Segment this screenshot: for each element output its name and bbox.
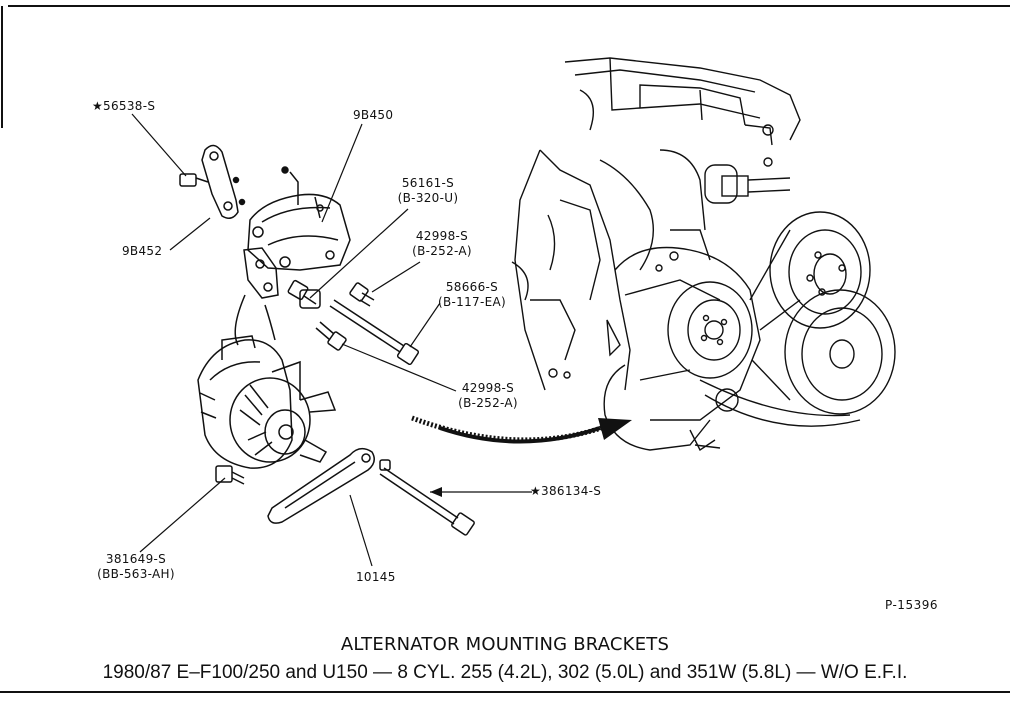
label-381649-s: 381649-S (BB-563-AH) bbox=[88, 552, 184, 582]
label-56161-s-code: (B-320-U) bbox=[397, 191, 459, 205]
label-9b450: 9B450 bbox=[353, 108, 394, 122]
label-56161-s-number: 56161-S bbox=[401, 176, 455, 190]
alternator bbox=[197, 294, 337, 469]
label-42998-s-bottom-number: 42998-S bbox=[461, 381, 515, 395]
caption-title: ALTERNATOR MOUNTING BRACKETS bbox=[340, 634, 670, 655]
label-42998-s-bottom: 42998-S (B-252-A) bbox=[448, 381, 528, 411]
leader-lines bbox=[131, 113, 532, 567]
arrow-386134 bbox=[430, 487, 442, 497]
label-9b452: 9B452 bbox=[122, 244, 163, 258]
label-386134-s: ★386134-S bbox=[530, 484, 602, 498]
label-58666-s-code: (B-117-EA) bbox=[438, 295, 506, 309]
caption-subtitle: 1980/87 E–F100/250 and U150 — 8 CYL. 255… bbox=[102, 662, 908, 683]
label-381649-s-number: 381649-S bbox=[105, 552, 167, 566]
bracket-assembly bbox=[179, 144, 420, 366]
label-56161-s: 56161-S (B-320-U) bbox=[388, 176, 468, 206]
label-42998-s-bottom-code: (B-252-A) bbox=[458, 396, 518, 410]
label-56538-s: ★56538-S bbox=[92, 99, 156, 113]
label-58666-s: 58666-S (B-117-EA) bbox=[424, 280, 520, 310]
adjusting-arm bbox=[215, 447, 475, 536]
label-42998-s-top-code: (B-252-A) bbox=[412, 244, 472, 258]
label-42998-s-top: 42998-S (B-252-A) bbox=[402, 229, 482, 259]
assembly-arrow bbox=[411, 415, 632, 444]
figure-number: P-15396 bbox=[885, 598, 938, 612]
label-381649-s-code: (BB-563-AH) bbox=[97, 567, 175, 581]
label-58666-s-number: 58666-S bbox=[445, 280, 499, 294]
engine-illustration bbox=[511, 57, 896, 452]
label-10145: 10145 bbox=[356, 570, 396, 584]
label-42998-s-top-number: 42998-S bbox=[415, 229, 469, 243]
